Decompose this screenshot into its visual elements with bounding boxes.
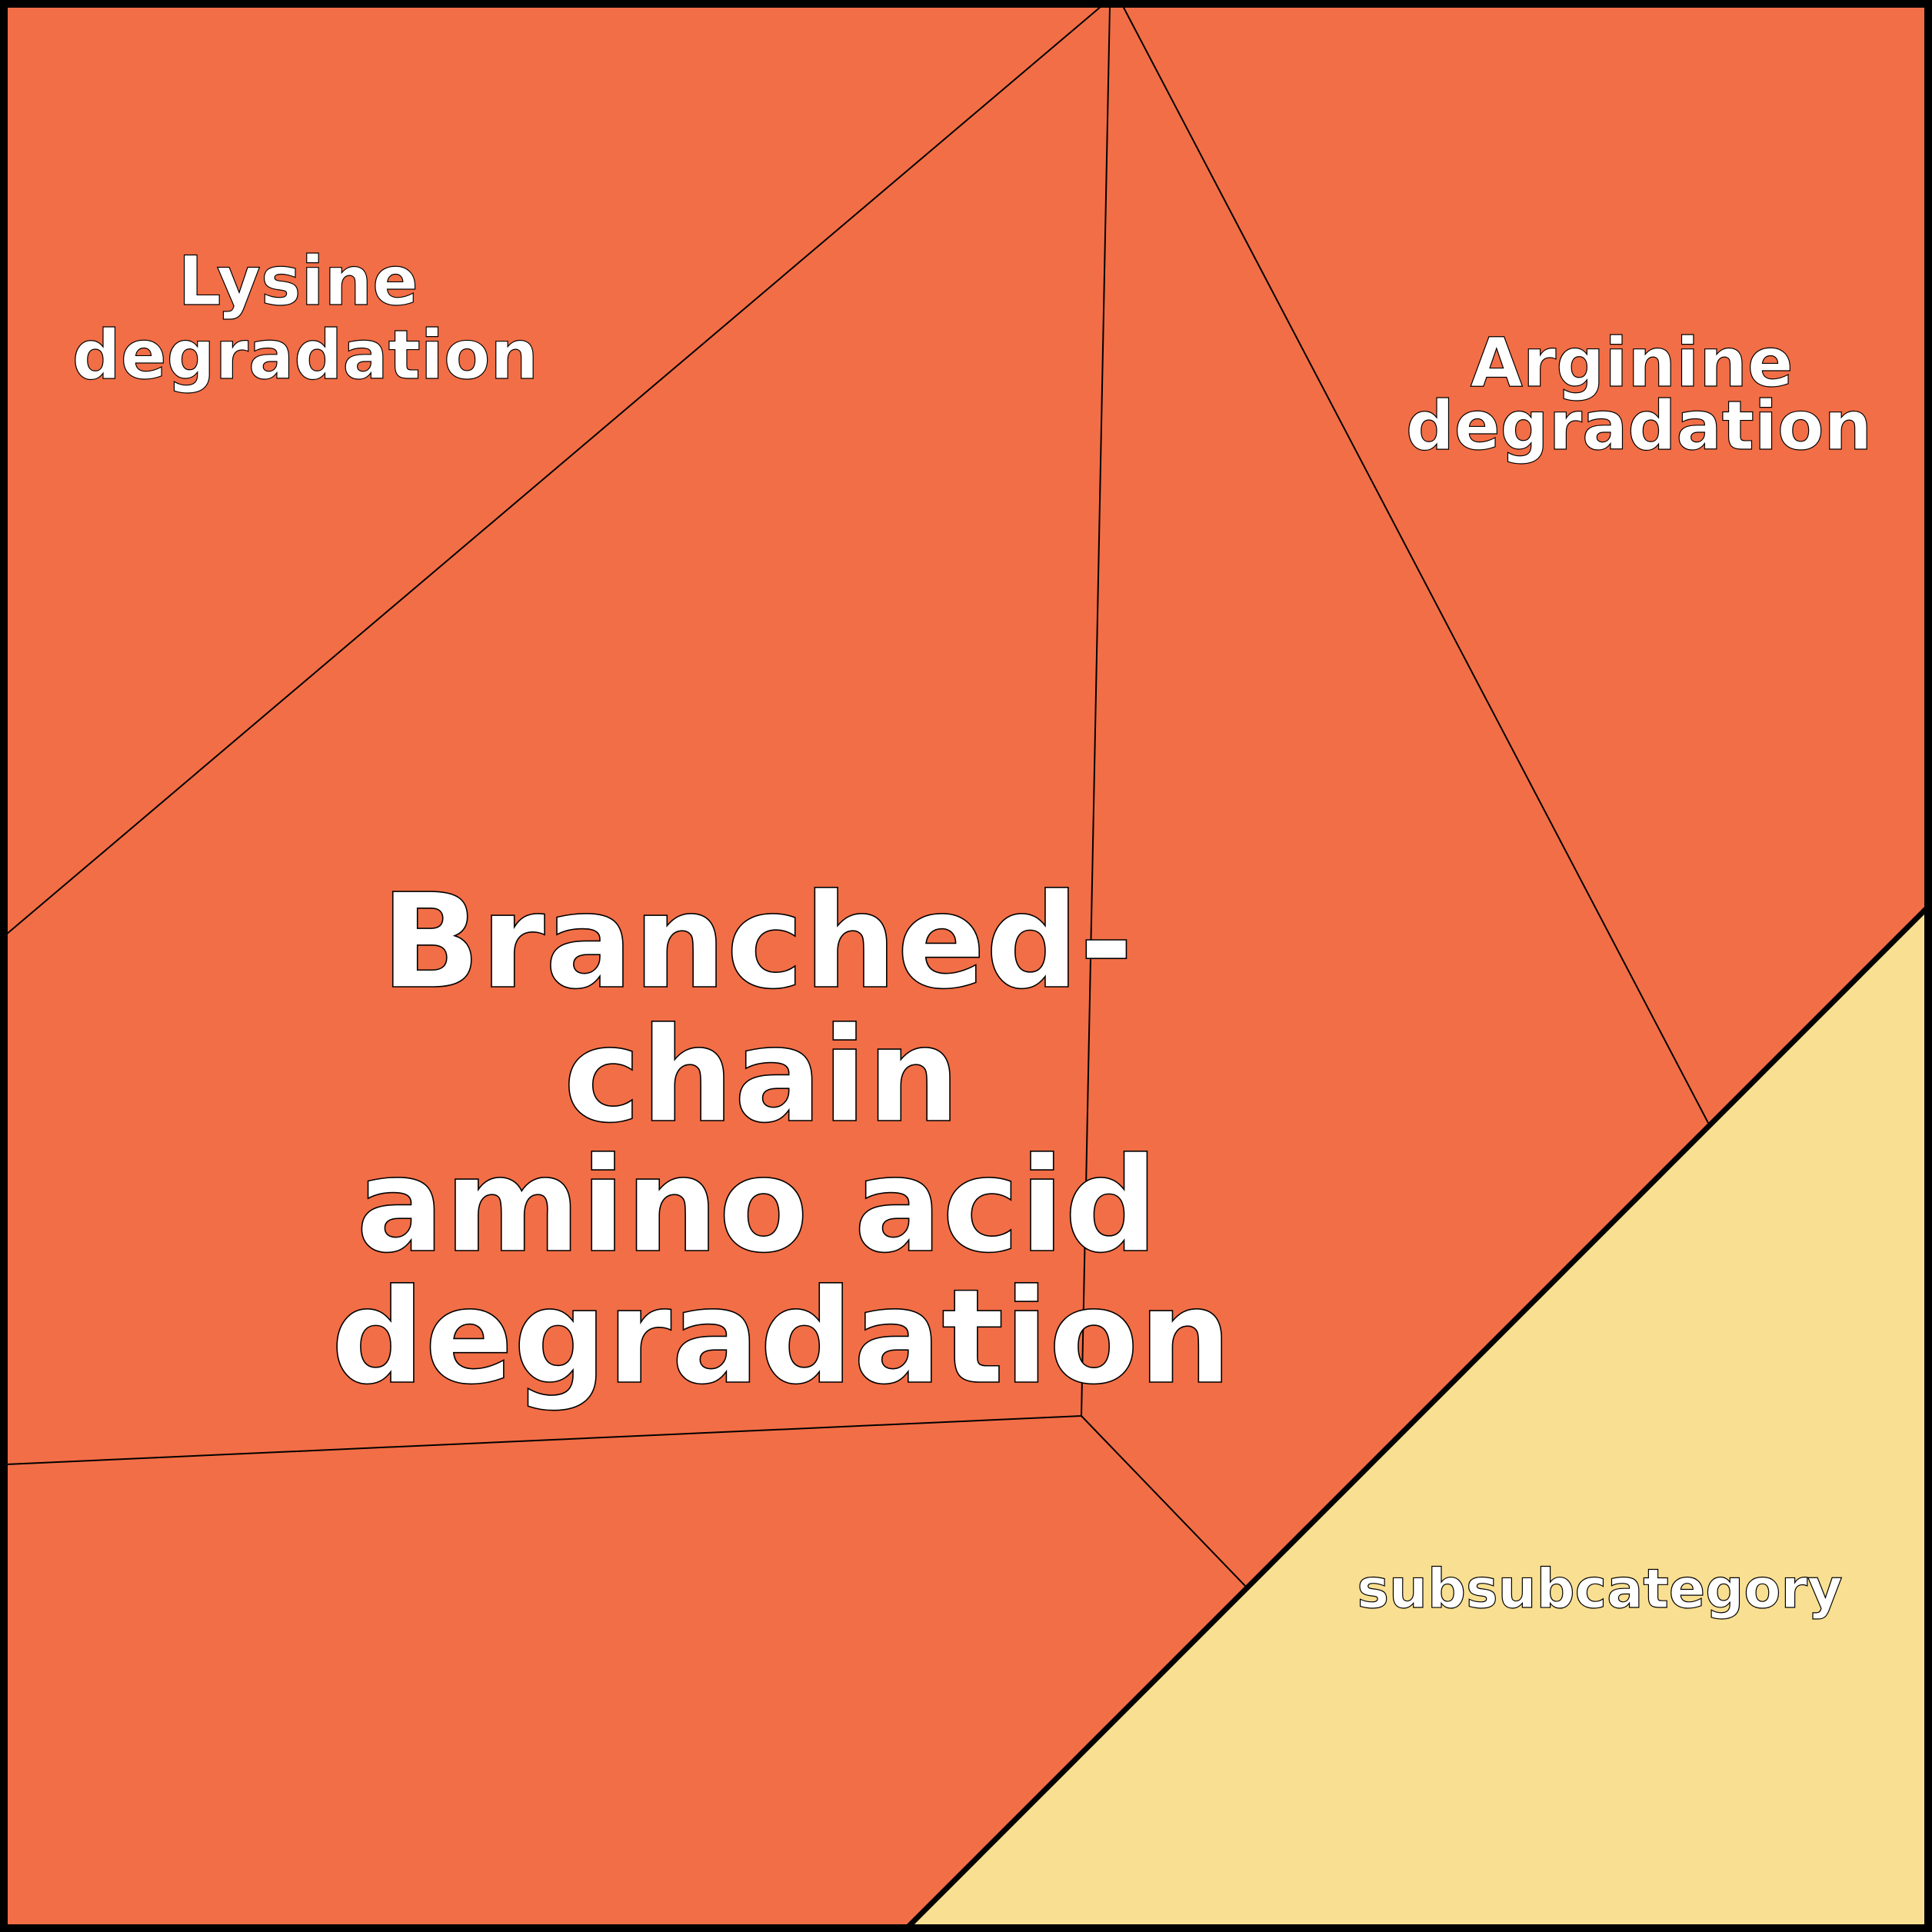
arginine-degradation-label: Arginine degradation	[1406, 323, 1872, 465]
separator-lysine-branched	[5, 5, 1102, 935]
subsubcategory-boundary	[904, 904, 1931, 1931]
branched-label-line-2: chain	[564, 1000, 961, 1152]
separator-bottom-horizontal	[5, 1415, 1082, 1465]
lysine-degradation-label: Lysine degradation	[72, 242, 538, 395]
subsubcategory-label: subsubcategory	[1357, 1557, 1842, 1621]
branched-label-line-1: Branched-	[381, 866, 1134, 1018]
separator-arginine	[1122, 5, 1709, 1124]
lysine-label-line-2: degradation	[72, 315, 538, 395]
arginine-label-line-1: Arginine	[1471, 323, 1794, 402]
arginine-label-line-2: degradation	[1406, 386, 1872, 465]
cell-separators	[5, 5, 1709, 1587]
separator-bottom-diagonal	[1081, 1415, 1246, 1587]
branched-label-line-3: amino acid	[356, 1130, 1158, 1282]
branched-label-line-4: degradation	[331, 1261, 1232, 1414]
lysine-label-line-1: Lysine	[178, 242, 418, 321]
separator-branched-top	[1081, 5, 1111, 1417]
branched-chain-degradation-label: Branched- chain amino acid degradation	[331, 866, 1232, 1414]
